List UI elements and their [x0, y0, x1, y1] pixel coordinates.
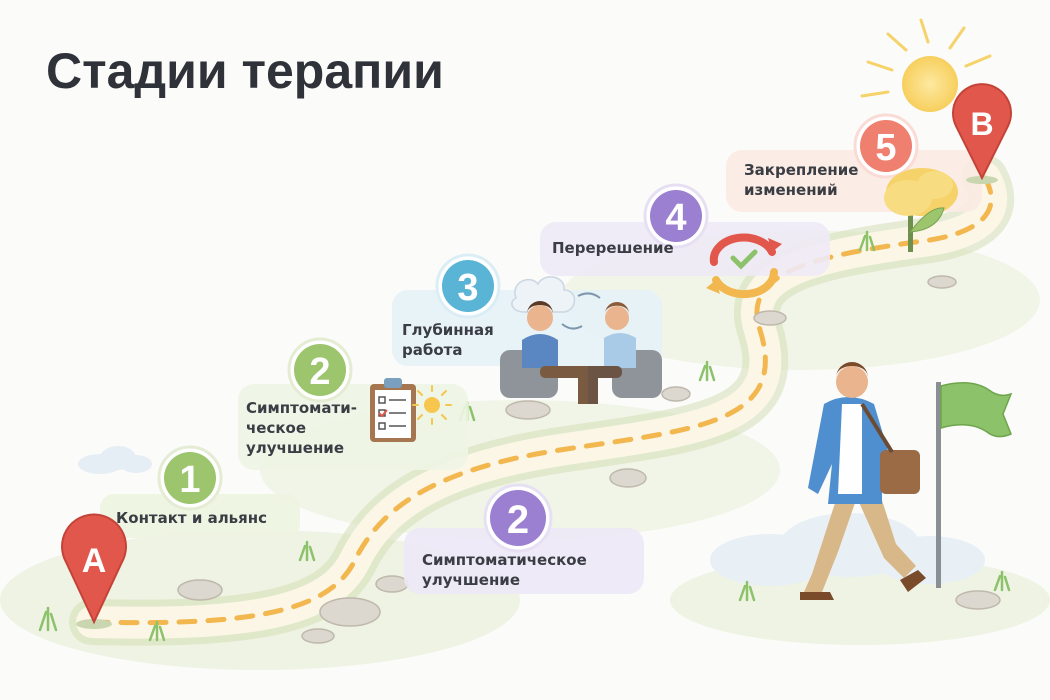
stage-label-consolidation: Закрепление изменений: [744, 161, 859, 199]
cloud-left-icon: [78, 446, 152, 474]
grass-tufts: [38, 230, 1011, 642]
stage-number-4: 4: [665, 197, 686, 239]
stage-label-symptom-improvement-bottom: Симптоматическое улучшение: [422, 551, 587, 589]
checklist-icon: [370, 378, 416, 442]
stage-number-3: 3: [457, 267, 478, 309]
stage-node-2-purple: 2: [483, 483, 553, 553]
stage-number-2-green: 2: [309, 351, 330, 393]
stage-number-2-purple: 2: [507, 498, 529, 542]
therapy-session-illustration: [500, 276, 662, 404]
stage-label-deep-work: Глубинная работа: [402, 321, 494, 359]
goal-flag-icon: [936, 382, 1013, 588]
stage-node-1: 1: [157, 445, 223, 511]
stage-node-4: 4: [643, 183, 709, 249]
rocks: [177, 275, 1001, 644]
cycle-refresh-icon: [706, 233, 782, 299]
end-pin-icon: B: [952, 83, 1012, 184]
small-sun-icon: [412, 385, 452, 425]
stage-label-symptom-improvement-left: Симптомати- ческое улучшение: [246, 399, 357, 457]
start-pin-label: A: [82, 542, 107, 580]
stage-number-1: 1: [179, 459, 200, 501]
growing-tree-icon: [884, 168, 958, 252]
stage-node-5: 5: [853, 113, 919, 179]
walking-traveler-illustration: [800, 362, 926, 600]
stage-node-3: 3: [435, 253, 501, 319]
end-pin-label: B: [970, 106, 993, 142]
stage-node-2-green: 2: [287, 337, 353, 403]
stage-label-redecision: Перерешение: [552, 239, 674, 257]
stage-label-contact: Контакт и альянс: [116, 509, 268, 527]
start-pin-icon: A: [61, 513, 127, 629]
stage-number-5: 5: [875, 127, 896, 169]
page-title: Стадии терапии: [46, 43, 444, 99]
